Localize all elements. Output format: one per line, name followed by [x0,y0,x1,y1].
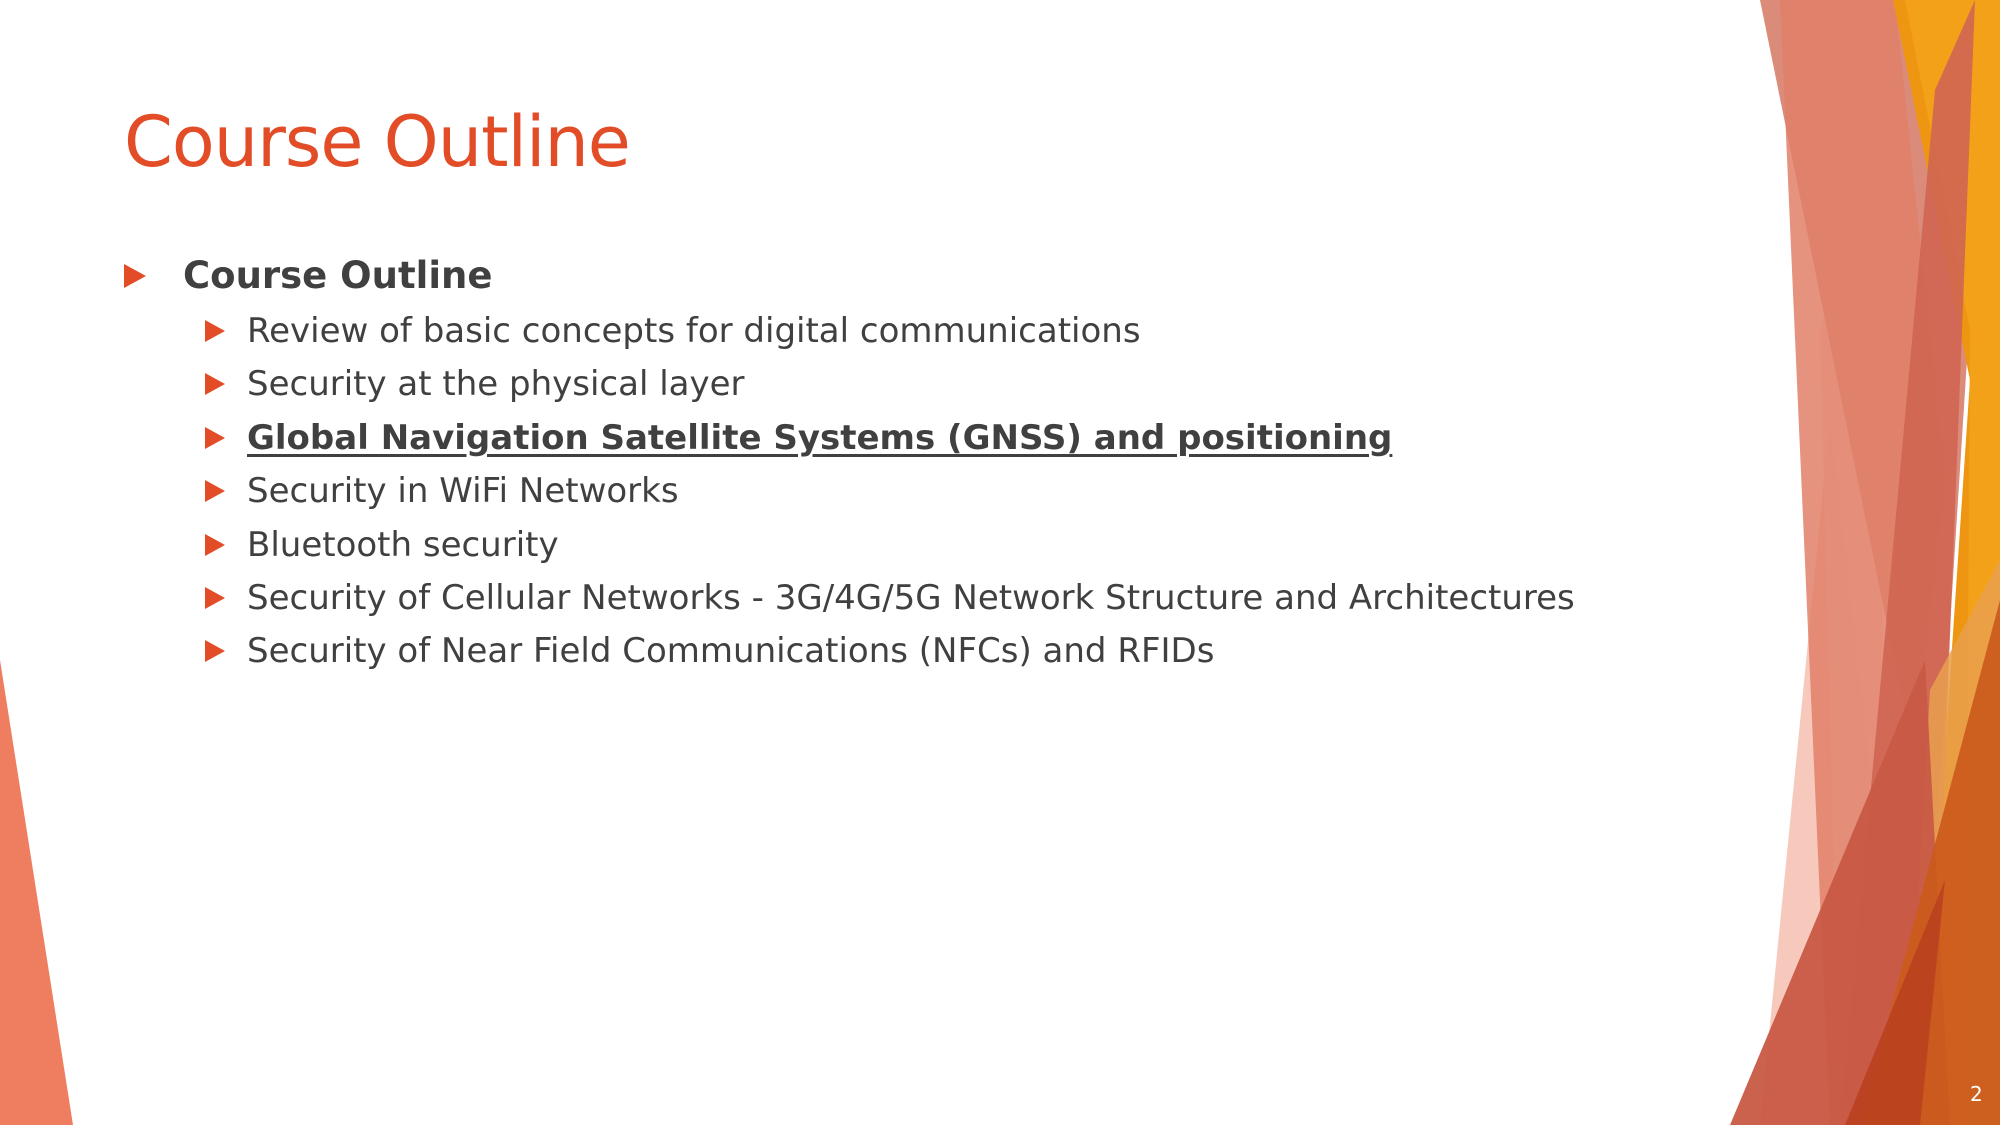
sub-bullet-label: Security at the physical layer [247,364,745,405]
sub-bullet-label: Global Navigation Satellite Systems (GNS… [247,417,1393,458]
right-facet-burnt-orange [1860,600,2000,1125]
sub-bullet-label: Security of Cellular Networks - 3G/4G/5G… [247,577,1575,618]
slide-title: Course Outline [124,101,631,183]
triangle-bullet-icon [205,586,225,609]
sub-bullet-list: Review of basic concepts for digital com… [124,305,1624,679]
sub-bullet-item: Review of basic concepts for digital com… [205,305,1624,358]
triangle-bullet-icon [205,480,225,503]
right-facet-rose [1780,0,1945,1125]
sub-bullet-label: Review of basic concepts for digital com… [247,311,1141,351]
triangle-bullet-icon [205,533,225,556]
sub-bullet-item: Security of Cellular Networks - 3G/4G/5G… [205,572,1624,625]
sub-bullet-label: Security of Near Field Communications (N… [247,631,1215,672]
triangle-bullet-icon [205,426,225,449]
sub-bullet-item-emphasized: Global Navigation Satellite Systems (GNS… [205,412,1624,465]
right-facet-deep-red [1845,880,1945,1125]
page-number: 2 [1970,1082,1983,1106]
sub-bullet-item: Security in WiFi Networks [205,465,1624,518]
triangle-bullet-icon [205,640,225,663]
bullet-label: Course Outline [183,254,493,297]
triangle-bullet-icon [205,373,225,396]
bullet-item-course-outline: Course Outline [124,247,1624,305]
sub-bullet-label: Security in WiFi Networks [247,471,679,512]
triangle-bullet-icon [205,320,225,342]
sub-bullet-label: Bluetooth security [247,524,559,565]
triangle-bullet-icon [124,264,146,288]
sub-bullet-item: Security at the physical layer [205,358,1624,411]
left-accent-facet [0,660,73,1125]
sub-bullet-item: Bluetooth security [205,519,1624,572]
bullet-list: Course Outline Review of basic concepts … [124,247,1624,679]
sub-bullet-item: Security of Near Field Communications (N… [205,625,1624,678]
